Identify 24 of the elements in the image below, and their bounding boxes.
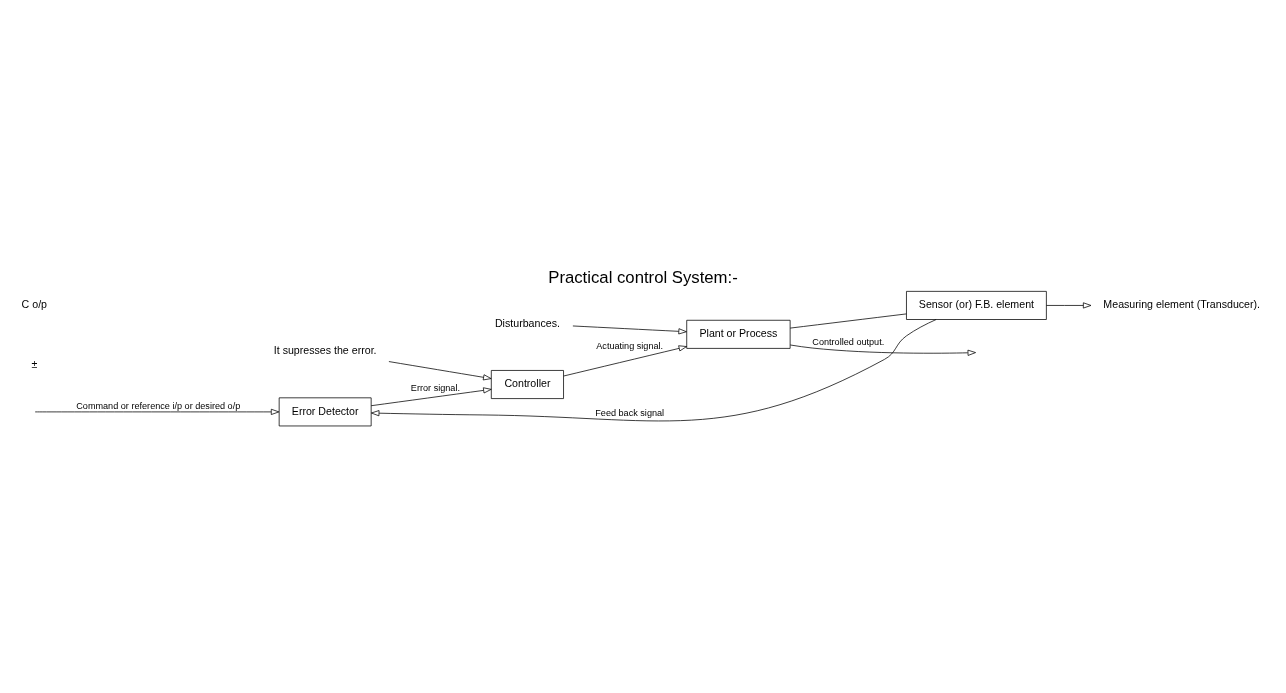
node-box: Error Detector [278,397,372,427]
arrow [789,344,976,356]
node-text: Disturbances. [494,316,560,329]
edge-label: Error signal. [410,383,460,394]
arrow [572,325,687,335]
arrow [370,387,492,407]
label: ± [31,358,38,371]
arrow [1046,302,1092,309]
arrow [34,408,280,415]
edge-label: Actuating signal. [596,341,664,352]
arrow [563,345,687,377]
edge-label: Feed back signal [595,408,665,419]
node-box: Controller [490,370,564,399]
label: C o/p [21,298,48,311]
edge-label: Controlled output. [812,337,885,348]
node-text: Measuring element (Transducer). [1103,298,1261,311]
arrow [371,319,937,422]
node-box: Plant or Process [686,319,791,349]
connector [789,313,907,329]
edge-label: Command or reference i/p or desired o/p [76,401,241,412]
arrow [388,361,492,381]
node-text: It supresses the error. [273,343,377,356]
node-box: Sensor (or) F.B. element [906,291,1047,320]
diagram-title: Practical control System:- [548,268,738,288]
